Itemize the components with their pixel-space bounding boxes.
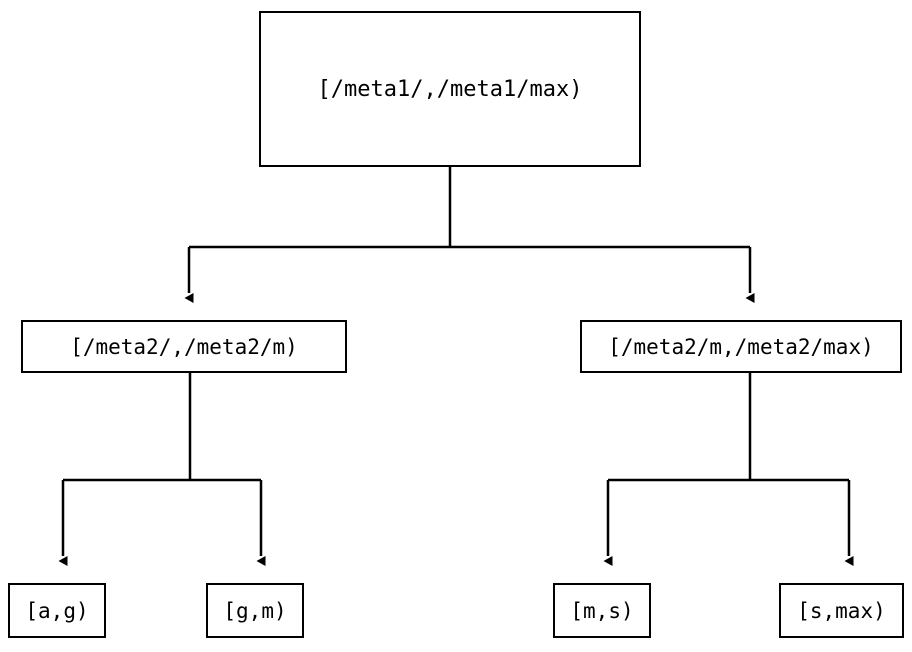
tree-node-root-label: [/meta1/,/meta1/max) — [317, 76, 583, 102]
tree-node-mid-right[interactable]: [/meta2/m,/meta2/max) — [580, 320, 902, 373]
tree-node-leaf-2[interactable]: [m,s) — [553, 583, 651, 638]
tree-node-leaf-3-label: [s,max) — [797, 598, 886, 623]
edge-mid-left-to-leaves-group — [58, 373, 266, 566]
tree-node-leaf-1-label: [g,m) — [223, 598, 287, 623]
tree-node-leaf-2-label: [m,s) — [570, 598, 634, 623]
tree-node-mid-left-label: [/meta2/,/meta2/m) — [70, 334, 298, 359]
tree-node-mid-right-label: [/meta2/m,/meta2/max) — [608, 334, 874, 359]
tree-node-mid-left[interactable]: [/meta2/,/meta2/m) — [21, 320, 347, 373]
edge-root-to-mid-group — [184, 167, 755, 303]
tree-node-root[interactable]: [/meta1/,/meta1/max) — [259, 11, 641, 167]
tree-node-leaf-0-label: [a,g) — [25, 598, 89, 623]
edge-mid-right-to-leaves-group — [603, 373, 854, 566]
tree-node-leaf-1[interactable]: [g,m) — [206, 583, 304, 638]
tree-node-leaf-3[interactable]: [s,max) — [779, 583, 904, 638]
tree-node-leaf-0[interactable]: [a,g) — [8, 583, 106, 638]
